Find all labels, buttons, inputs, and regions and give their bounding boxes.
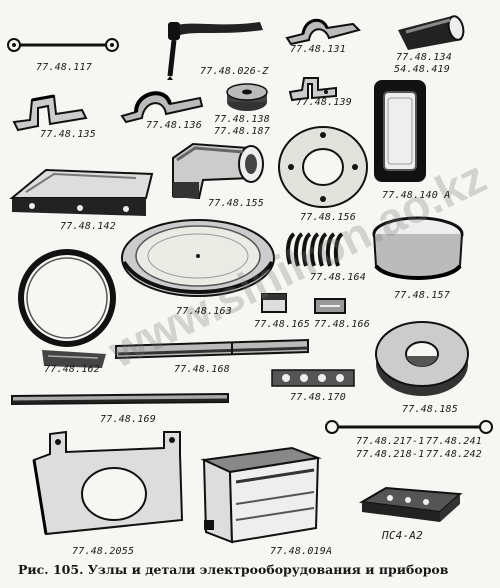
part-drawing-77-48-165: [258, 290, 292, 316]
label-77-48-164: 77.48.164: [310, 272, 366, 283]
label-77-48-166: 77.48.166: [314, 319, 370, 330]
part-drawing-77-48-155: [163, 134, 273, 202]
part-drawing-77-48-136: [118, 82, 208, 124]
part-drawing-77-48-138: [224, 80, 270, 114]
part-drawing-77-48-117: [6, 36, 121, 56]
part-drawing-77-48-131: [283, 12, 363, 46]
label-77-48-185: 77.48.185: [402, 404, 458, 415]
part-drawing-77-48-170: [270, 368, 356, 388]
part-drawing-77-48-169: [8, 388, 232, 410]
label-77-48-187: 77.48.187: [214, 126, 270, 137]
label-77-48-163: 77.48.163: [176, 306, 232, 317]
part-drawing-77-48-026: [160, 14, 270, 84]
label-77-48-142: 77.48.142: [60, 221, 116, 232]
part-drawing-77-48-135: [10, 92, 90, 132]
label-77-48-169: 77.48.169: [100, 414, 156, 425]
label-77-48-218-1: 77.48.218-1: [356, 449, 425, 460]
label-77-48-131: 77.48.131: [290, 44, 346, 55]
label-77-48-157: 77.48.157: [394, 290, 450, 301]
part-drawing-77-48-157: [368, 212, 468, 288]
part-drawing-77-48-166: [312, 296, 348, 316]
label-77-48-162: 77.48.162: [44, 364, 100, 375]
part-drawing-77-48-139: [288, 76, 340, 102]
label-77-48-135: 77.48.135: [40, 129, 96, 140]
part-drawing-77-48-217-1: [324, 418, 494, 436]
part-drawing-77-48-019a: [196, 438, 326, 550]
part-drawing-77-48-142: [6, 162, 156, 222]
label-77-48-241: 77.48.241: [426, 436, 482, 447]
label-77-48-156: 77.48.156: [300, 212, 356, 223]
part-drawing-ps4-a2: [356, 482, 466, 526]
label-77-48-155: 77.48.155: [208, 198, 264, 209]
part-drawing-77-48-134: [392, 10, 472, 50]
label-ps4-a2: ПС4-А2: [382, 529, 423, 542]
part-drawing-77-48-140a: [370, 76, 432, 188]
label-77-48-168: 77.48.168: [174, 364, 230, 375]
label-77-48-170: 77.48.170: [290, 392, 346, 403]
label-77-48-165: 77.48.165: [254, 319, 310, 330]
label-77-48-026: 77.48.026-Z: [200, 66, 269, 77]
label-77-48-138: 77.48.138: [214, 114, 270, 125]
part-drawing-77-48-168: [112, 334, 312, 364]
label-77-48-139: 77.48.139: [296, 97, 352, 108]
part-drawing-77-48-185: [372, 316, 472, 400]
part-drawing-77-48-2055: [14, 430, 190, 542]
label-54-48-419: 54.48.419: [394, 64, 450, 75]
label-77-48-019a: 77.48.019A: [270, 546, 333, 557]
label-77-48-217-1: 77.48.217-1: [356, 436, 425, 447]
part-drawing-77-48-163: [118, 216, 278, 300]
figure-caption: Рис. 105. Узлы и детали электрооборудова…: [18, 562, 449, 577]
label-77-48-242: 77.48.242: [426, 449, 482, 460]
part-drawing-77-48-162-strip: [40, 346, 110, 372]
part-drawing-77-48-156: [275, 122, 373, 212]
part-drawing-77-48-164: [284, 228, 352, 272]
part-drawing-77-48-162: [16, 246, 118, 350]
label-77-48-117: 77.48.117: [36, 62, 92, 73]
label-77-48-140a: 77.48.140 A: [382, 190, 451, 201]
label-77-48-136: 77.48.136: [146, 120, 202, 131]
label-77-48-134: 77.48.134: [396, 52, 452, 63]
label-77-48-2055: 77.48.2055: [72, 546, 135, 557]
